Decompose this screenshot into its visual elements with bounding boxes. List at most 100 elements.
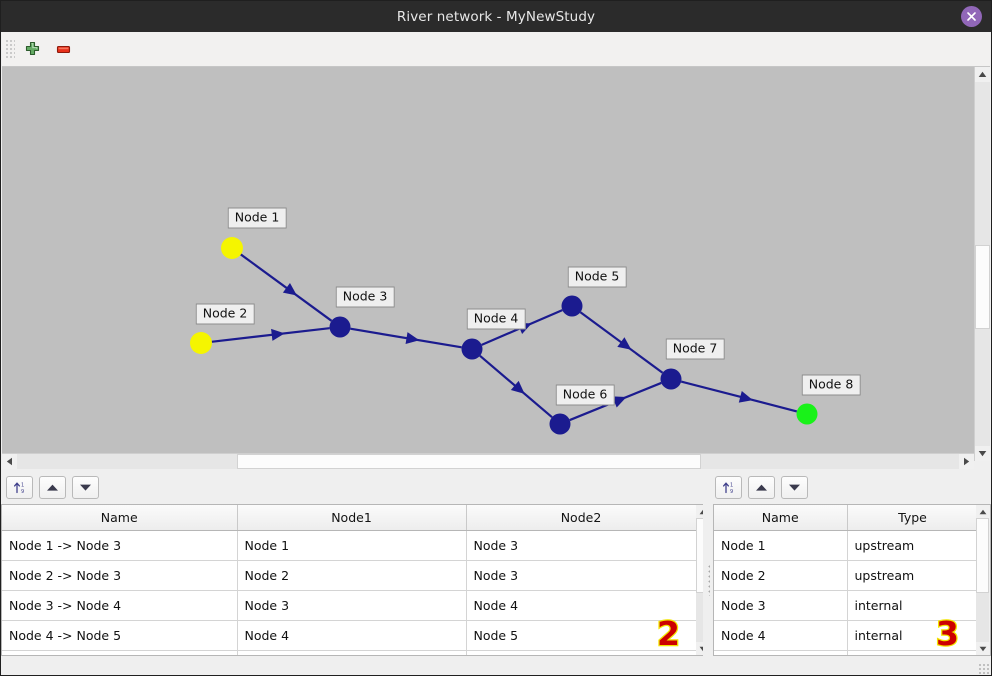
table-cell[interactable]: Node 4 -> Node 5 bbox=[2, 620, 238, 651]
table-cell[interactable]: Node 1 -> Node 3 bbox=[2, 530, 238, 561]
graph-node-node-2[interactable] bbox=[190, 332, 212, 354]
edge-Node3-to-Node4[interactable] bbox=[350, 327, 462, 349]
table-cell[interactable]: Node 3 -> Node 4 bbox=[2, 590, 238, 621]
edge-layer bbox=[211, 253, 798, 422]
table-cell[interactable]: Node 3 bbox=[466, 530, 696, 561]
nodes-sort-button[interactable]: 1 9 bbox=[715, 476, 742, 499]
graph-node-node-1[interactable] bbox=[221, 237, 243, 259]
graph-node-node-5[interactable] bbox=[561, 295, 583, 317]
triangle-up-icon bbox=[979, 509, 986, 514]
graph-node-label-node-8[interactable]: Node 8 bbox=[801, 374, 861, 396]
table-cell[interactable] bbox=[2, 650, 238, 655]
network-diagram-pane[interactable]: Node 1 Node 2 Node 3 Node 4 Node 5 Node 6 Node… bbox=[2, 67, 990, 461]
table-cell[interactable]: Node 2 bbox=[714, 560, 848, 591]
table-cell[interactable]: Node 3 bbox=[237, 590, 467, 621]
graph-node-label-node-3[interactable]: Node 3 bbox=[335, 286, 395, 308]
graph-node-label-node-7[interactable]: Node 7 bbox=[665, 338, 725, 360]
table-cell[interactable] bbox=[466, 650, 696, 655]
edge-arrowhead bbox=[510, 380, 525, 394]
graph-node-node-7[interactable] bbox=[660, 368, 682, 390]
add-node-button[interactable] bbox=[18, 35, 46, 63]
scroll-right-button[interactable] bbox=[959, 454, 974, 469]
graph-node-node-8[interactable] bbox=[796, 403, 818, 425]
column-header-type[interactable]: Type bbox=[847, 505, 976, 531]
diagram-vertical-scrollbar[interactable] bbox=[974, 67, 990, 461]
edge-Node7-to-Node8[interactable] bbox=[680, 380, 798, 413]
nodes-table-scrollbar[interactable] bbox=[976, 504, 991, 656]
column-header-node2[interactable]: Node2 bbox=[466, 505, 696, 531]
scroll-thumb[interactable] bbox=[976, 518, 989, 593]
table-cell[interactable] bbox=[847, 650, 976, 655]
toolbar-drag-handle[interactable] bbox=[5, 39, 15, 59]
table-cell[interactable]: upstream bbox=[847, 530, 976, 561]
vertical-splitter[interactable] bbox=[703, 504, 713, 656]
reaches-table-toolbar: 1 9 bbox=[6, 474, 99, 501]
column-header-name[interactable]: Name bbox=[714, 505, 848, 531]
graph-node-node-4[interactable] bbox=[461, 338, 483, 360]
scroll-down-button[interactable] bbox=[976, 642, 989, 655]
table-cell[interactable]: Node 1 bbox=[714, 530, 848, 561]
table-row[interactable] bbox=[2, 650, 696, 655]
diagram-horizontal-scrollbar[interactable] bbox=[2, 453, 974, 469]
graph-node-label-node-1[interactable]: Node 1 bbox=[227, 207, 287, 229]
network-diagram-canvas[interactable]: Node 1 Node 2 Node 3 Node 4 Node 5 Node 6 Node… bbox=[2, 67, 964, 453]
table-cell[interactable]: Node 1 bbox=[237, 530, 467, 561]
graph-node-label-node-4[interactable]: Node 4 bbox=[466, 308, 526, 330]
column-header-name[interactable]: Name bbox=[2, 505, 238, 531]
graph-node-node-3[interactable] bbox=[329, 316, 351, 338]
table-cell[interactable]: internal bbox=[847, 590, 976, 621]
window-resize-grip[interactable] bbox=[978, 663, 990, 675]
table-cell[interactable]: Node 2 bbox=[237, 560, 467, 591]
delete-node-button[interactable] bbox=[49, 35, 77, 63]
triangle-down-icon bbox=[80, 484, 91, 491]
table-cell[interactable]: Node 5 bbox=[466, 620, 696, 651]
table-cell[interactable]: Node 2 -> Node 3 bbox=[2, 560, 238, 591]
scroll-up-button[interactable] bbox=[976, 505, 989, 518]
table-cell[interactable]: upstream bbox=[847, 560, 976, 591]
edge-arrowhead bbox=[612, 396, 627, 408]
reaches-sort-button[interactable]: 1 9 bbox=[6, 476, 33, 499]
edge-Node2-to-Node3[interactable] bbox=[211, 327, 330, 343]
table-cell[interactable]: Node 4 bbox=[714, 620, 848, 651]
nodes-move-up-button[interactable] bbox=[748, 476, 775, 499]
table-cell[interactable]: Node 3 bbox=[466, 560, 696, 591]
scroll-left-button[interactable] bbox=[2, 454, 17, 469]
graph-node-label-node-2[interactable]: Node 2 bbox=[195, 303, 255, 325]
scroll-down-button[interactable] bbox=[975, 446, 990, 461]
edge-Node1-to-Node3[interactable] bbox=[239, 253, 333, 322]
table-cell[interactable]: Node 4 bbox=[237, 620, 467, 651]
table-row[interactable] bbox=[714, 650, 976, 655]
edge-arrowhead bbox=[617, 337, 632, 350]
nodes-move-down-button[interactable] bbox=[781, 476, 808, 499]
scroll-up-button[interactable] bbox=[975, 67, 990, 82]
graph-node-label-node-5[interactable]: Node 5 bbox=[567, 266, 627, 288]
reaches-move-up-button[interactable] bbox=[39, 476, 66, 499]
table-cell[interactable] bbox=[714, 650, 848, 655]
table-cell[interactable] bbox=[237, 650, 467, 655]
table-cell[interactable]: internal bbox=[847, 620, 976, 651]
table-cell[interactable]: Node 4 bbox=[466, 590, 696, 621]
splitter-grip bbox=[706, 564, 710, 596]
graph-node-node-6[interactable] bbox=[549, 413, 571, 435]
graph-node-label-node-6[interactable]: Node 6 bbox=[555, 384, 615, 406]
column-header-node1[interactable]: Node1 bbox=[237, 505, 467, 531]
scroll-thumb[interactable] bbox=[237, 454, 701, 469]
table-cell[interactable]: Node 3 bbox=[714, 590, 848, 621]
edge-arrowhead bbox=[405, 332, 420, 345]
scroll-thumb[interactable] bbox=[975, 245, 990, 329]
reaches-move-down-button[interactable] bbox=[72, 476, 99, 499]
close-button[interactable] bbox=[961, 6, 982, 27]
minus-icon bbox=[56, 45, 70, 53]
